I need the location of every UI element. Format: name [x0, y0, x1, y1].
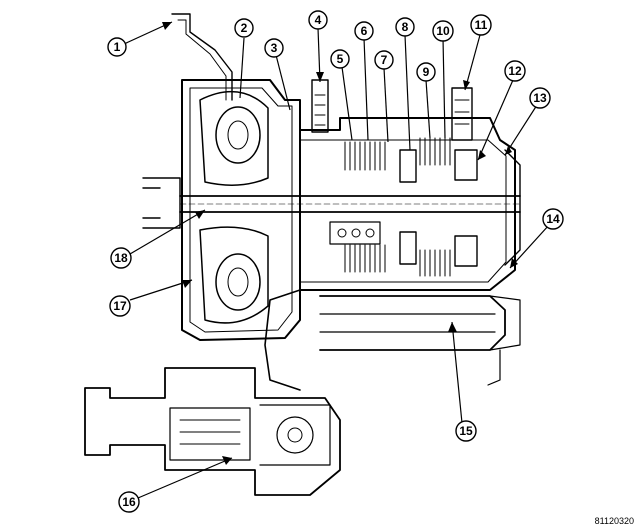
callout-9: 9 — [416, 62, 436, 82]
callout-9-label: 9 — [423, 65, 430, 79]
callout-14: 14 — [542, 208, 564, 230]
callout-15-label: 15 — [459, 424, 473, 438]
callout-10: 10 — [432, 20, 454, 42]
callout-11: 11 — [470, 14, 492, 36]
callout-8: 8 — [395, 17, 415, 37]
callout-18: 18 — [110, 247, 132, 269]
callout-11-label: 11 — [475, 18, 488, 32]
callout-5: 5 — [330, 49, 350, 69]
callout-2: 2 — [234, 18, 254, 38]
callout-7-label: 7 — [381, 53, 388, 67]
callout-2-label: 2 — [241, 21, 248, 35]
callout-18-label: 18 — [114, 251, 128, 265]
callout-4: 4 — [308, 10, 328, 30]
callout-arrowheads — [162, 22, 518, 465]
callout-1-label: 1 — [114, 40, 121, 54]
callout-3: 3 — [264, 38, 284, 58]
callout-7: 7 — [374, 50, 394, 70]
callout-6-label: 6 — [361, 24, 368, 38]
callout-5-label: 5 — [337, 52, 344, 66]
callout-13: 13 — [529, 87, 551, 109]
callout-1: 1 — [107, 37, 127, 57]
callout-leaders — [123, 21, 550, 499]
callout-17-label: 17 — [113, 299, 127, 313]
callout-14-label: 14 — [546, 212, 560, 226]
callout-4-label: 4 — [315, 13, 322, 27]
callout-15: 15 — [455, 420, 477, 442]
callout-12: 12 — [504, 60, 526, 82]
callout-3-label: 3 — [271, 41, 278, 55]
callout-10-label: 10 — [436, 24, 450, 38]
callout-8-label: 8 — [402, 20, 409, 34]
figure-id: 81120320 — [594, 516, 634, 526]
callout-16-label: 16 — [122, 495, 136, 509]
callout-12-label: 12 — [508, 64, 522, 78]
transaxle-drawing — [84, 13, 521, 496]
callout-6: 6 — [354, 21, 374, 41]
callout-17: 17 — [109, 295, 131, 317]
callout-16: 16 — [118, 491, 140, 513]
callout-13-label: 13 — [533, 91, 547, 105]
